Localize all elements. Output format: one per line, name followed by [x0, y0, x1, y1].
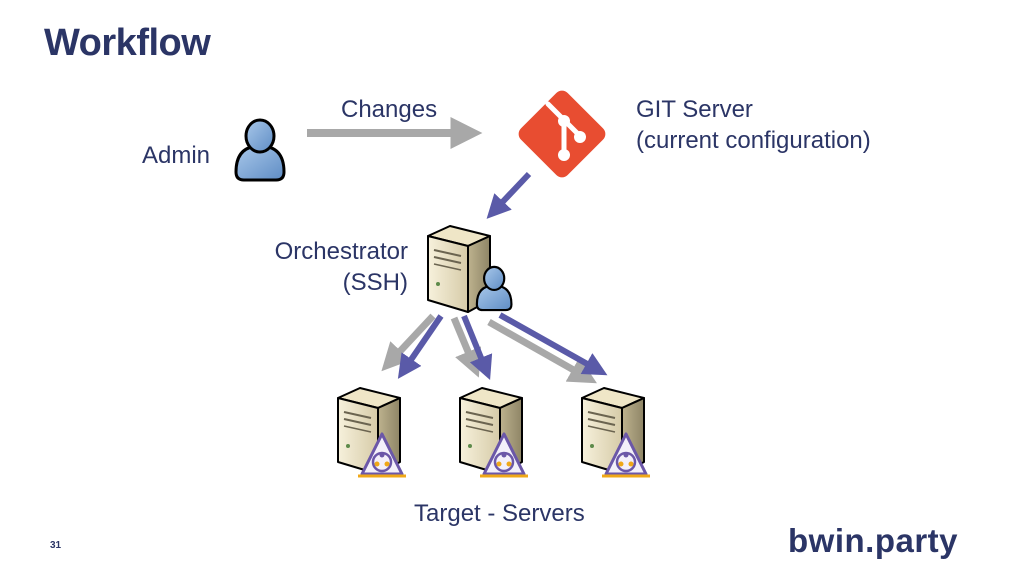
user-icon: [234, 118, 286, 182]
git-node-icon: [574, 131, 586, 143]
deploy-arrow-gray-2: [450, 316, 481, 378]
server-user-icon: [427, 225, 513, 313]
deploy-arrow-gray-3: [487, 318, 597, 384]
deploy-arrow-gray-1: [381, 313, 436, 372]
git-server-label-line-2: (current configuration): [636, 127, 871, 154]
brand-logo: bwin.party: [788, 522, 959, 559]
slide-title: Workflow: [44, 22, 211, 64]
deploy-arrow-blue-1: [397, 314, 444, 379]
changes-label: Changes: [341, 96, 438, 123]
server-puppet-icon: [581, 387, 652, 478]
target-servers-label: Target - Servers: [414, 500, 585, 527]
git-node-icon: [558, 115, 570, 127]
deploy-arrow-blue-3: [498, 312, 608, 376]
page-number: 31: [50, 540, 62, 551]
server-puppet-icon: [459, 387, 530, 478]
git-server-label: GIT Server (current configuration): [636, 94, 871, 156]
deploy-arrows: [381, 312, 608, 384]
git-server-label-line-1: GIT Server: [636, 96, 753, 123]
orchestrator-label-line-2: (SSH): [342, 269, 408, 296]
admin-label: Admin: [142, 142, 211, 169]
orchestrator-label-line-1: Orchestrator: [274, 238, 408, 265]
server-puppet-icon: [337, 387, 408, 478]
orchestrator-label: Orchestrator (SSH): [275, 236, 408, 298]
deploy-arrow-blue-2: [461, 314, 493, 381]
git-to-orchestrator-arrow: [486, 171, 532, 219]
git-node-icon: [558, 149, 570, 161]
